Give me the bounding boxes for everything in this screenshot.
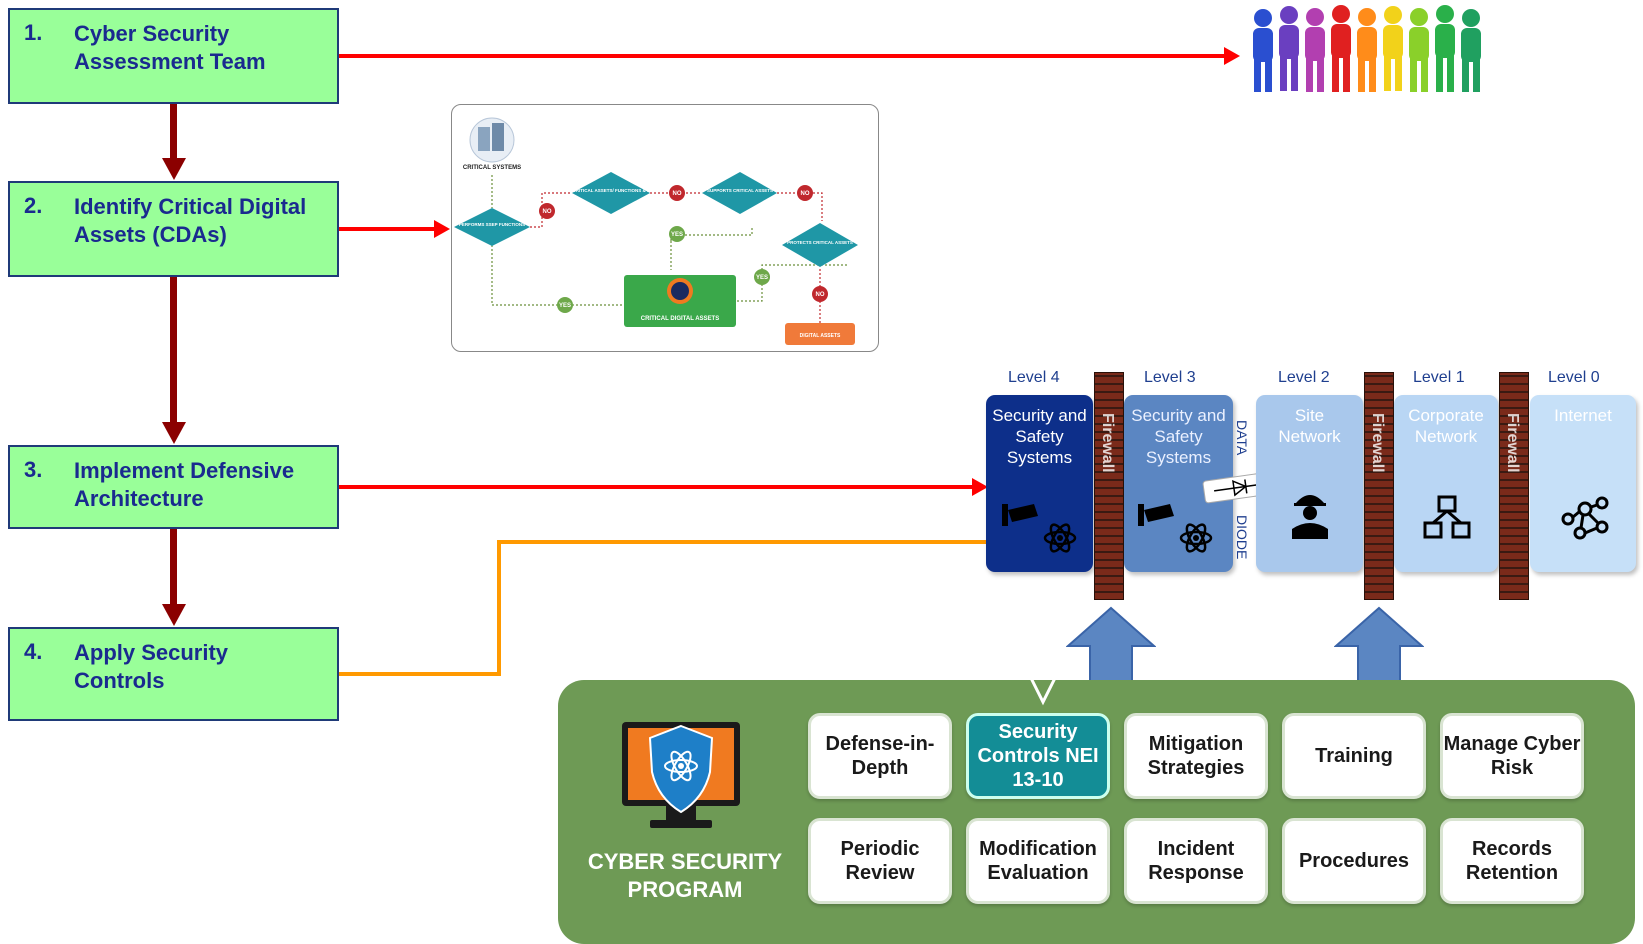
step-2-text: Identify Critical Digital Assets (CDAs) <box>74 194 307 247</box>
level-3-zone-title: Security and Safety Systems <box>1131 406 1226 467</box>
arrow-team-line <box>339 54 1229 58</box>
no-badge-3: NO <box>801 191 810 197</box>
program-pointer-icon <box>1028 676 1058 706</box>
level-0-zone-title: Internet <box>1554 406 1612 425</box>
step-3-number: 3. <box>24 457 43 482</box>
level-1-label: Level 1 <box>1413 369 1465 386</box>
level-4-label: Level 4 <box>1008 369 1060 386</box>
no-badge-2: NO <box>673 191 682 197</box>
security-controls-card: Security Controls NEI 13-10 <box>966 713 1110 799</box>
firewall-2-text: Firewall <box>1369 413 1386 473</box>
digital-assets-label: DIGITAL ASSETS <box>800 333 841 339</box>
program-title: CYBER SECURITY PROGRAM <box>587 849 783 902</box>
arrow-1-2-shaft <box>170 104 177 160</box>
arrow-3-4-head <box>162 604 186 626</box>
camera-atom-icon <box>1002 504 1077 553</box>
camera-atom-icon-2 <box>1138 504 1213 553</box>
level-0-label: Level 0 <box>1548 369 1600 386</box>
level-4-zone-title: Security and Safety Systems <box>992 406 1087 467</box>
yes-badge-2: YES <box>559 303 571 309</box>
monitor-shield-icon <box>622 722 740 828</box>
step-1-number: 1. <box>24 20 43 45</box>
incident-response-card: Incident Response <box>1124 818 1268 904</box>
periodic-review-card: Periodic Review <box>808 818 952 904</box>
step-2-box: 2. Identify Critical Digital Assets (CDA… <box>8 181 339 277</box>
level-1-zone-title: Corporate Network <box>1408 406 1484 446</box>
arrow-architecture-line <box>339 485 975 489</box>
arrow-2-3-head <box>162 422 186 444</box>
diode-label: DIODE <box>1234 515 1250 560</box>
level-0-zone: Internet <box>1530 395 1636 572</box>
level-3-label: Level 3 <box>1144 369 1196 386</box>
cda-flowchart-card: CRITICAL SYSTEMS PERFORMS SSEP FUNCTIONS… <box>451 104 879 352</box>
arrow-cda-head <box>434 220 450 238</box>
step-2-number: 2. <box>24 193 43 218</box>
cda-flowchart: CRITICAL SYSTEMS PERFORMS SSEP FUNCTIONS… <box>454 117 858 345</box>
firewall-3-text: Firewall <box>1504 413 1521 473</box>
mitigation-strategies-card: Mitigation Strategies <box>1124 713 1268 799</box>
cubes-network-icon <box>1423 495 1471 539</box>
level-2-zone: Site Network <box>1256 395 1363 572</box>
people-team-icon <box>1253 5 1481 92</box>
level-2-label: Level 2 <box>1278 369 1330 386</box>
level-4-zone: Security and Safety Systems <box>986 395 1093 572</box>
performs-diamond-text: PERFORMS SSEP FUNCTIONS <box>459 222 525 227</box>
step-3-text: Implement Defensive Architecture <box>74 458 295 511</box>
protects-diamond-text: PROTECTS CRITICAL ASSETS <box>787 240 853 245</box>
arrow-2-3-shaft <box>170 277 177 423</box>
arrow-3-4-shaft <box>170 529 177 605</box>
step-3-box: 3. Implement Defensive Architecture <box>8 445 339 529</box>
supports-diamond-text: SUPPORTS CRITICAL ASSETS <box>707 188 773 193</box>
level-2-zone-title: Site Network <box>1278 406 1341 446</box>
affects-diamond-text: AFFECTS CRITICAL ASSETS/ FUNCTIONS & PAT… <box>551 188 672 193</box>
yes-badge-1: YES <box>671 232 683 238</box>
arrow-controls <box>339 534 1045 676</box>
modification-evaluation-card: Modification Evaluation <box>966 818 1110 904</box>
arrow-cda-line <box>339 227 437 231</box>
records-retention-card: Records Retention <box>1440 818 1584 904</box>
arrow-team-head <box>1224 47 1240 65</box>
step-4-box: 4. Apply Security Controls <box>8 627 339 721</box>
firewall-1-text: Firewall <box>1099 413 1116 473</box>
manage-cyber-risk-card: Manage Cyber Risk <box>1440 713 1584 799</box>
step-4-text: Apply Security Controls <box>74 640 229 693</box>
cooling-tower-icon <box>469 117 515 163</box>
firewall-3: Firewall <box>1499 372 1529 600</box>
arrow-1-2-head <box>162 158 186 180</box>
no-badge-4: NO <box>816 292 825 298</box>
critical-systems-label: CRITICAL SYSTEMS <box>463 165 521 171</box>
firewall-1: Firewall <box>1094 372 1124 600</box>
no-badge-1: NO <box>543 209 552 215</box>
step-4-number: 4. <box>24 639 43 664</box>
cda-box-label: CRITICAL DIGITAL ASSETS <box>641 316 719 322</box>
data-label: DATA <box>1234 420 1250 456</box>
step-1-box: 1. Cyber Security Assessment Team <box>8 8 339 104</box>
firewall-2: Firewall <box>1364 372 1394 600</box>
level-1-zone: Corporate Network <box>1394 395 1498 572</box>
training-card: Training <box>1282 713 1426 799</box>
network-nodes-icon <box>1561 496 1609 540</box>
yes-badge-3: YES <box>756 275 768 281</box>
up-arrow-left <box>1066 606 1156 683</box>
arrow-architecture-head <box>972 478 988 496</box>
step-1-text: Cyber Security Assessment Team <box>74 21 266 74</box>
worker-icon <box>1292 495 1328 539</box>
defense-in-depth-card: Defense-in-Depth <box>808 713 952 799</box>
procedures-card: Procedures <box>1282 818 1426 904</box>
up-arrow-right <box>1334 606 1424 683</box>
